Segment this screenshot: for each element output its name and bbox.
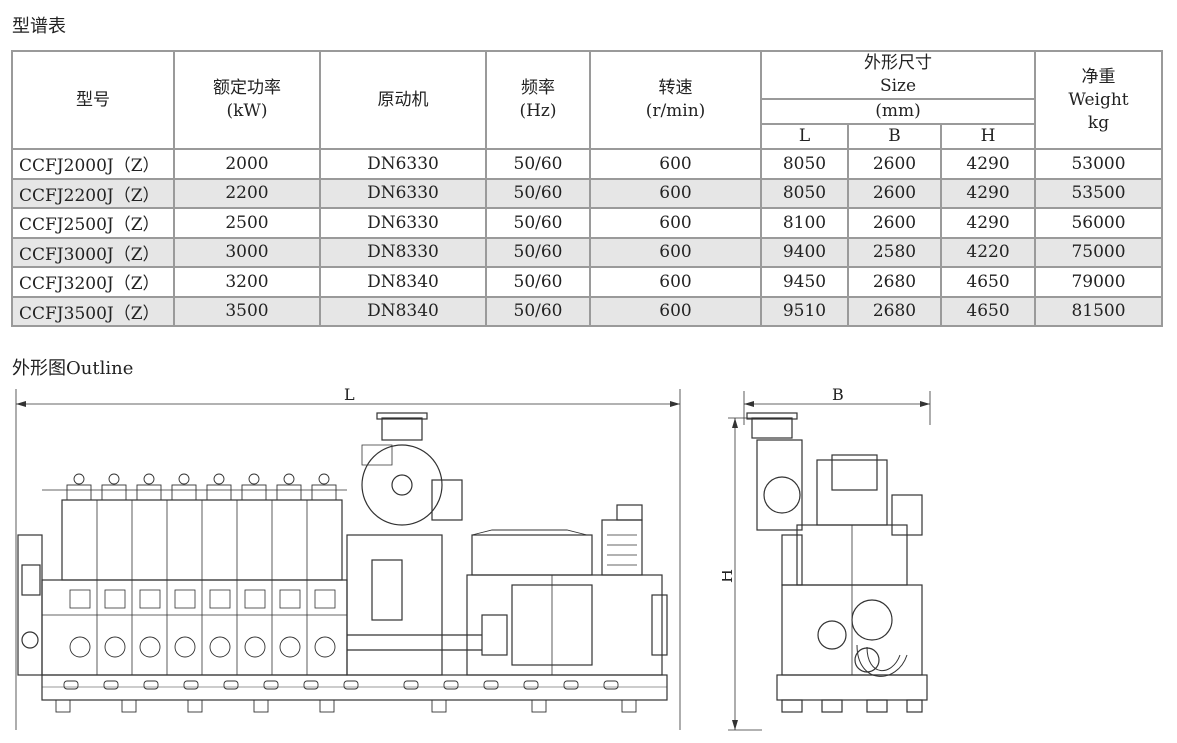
cell-weight: 56000 [1034, 207, 1164, 239]
cell-B: 2600 [847, 207, 942, 239]
cell-speed: 600 [589, 207, 762, 239]
header-model: 型号 [11, 50, 175, 150]
table-row: CCFJ3200J（Z） 3200 DN8340 50/60 600 9450 … [11, 266, 1164, 298]
cell-weight: 79000 [1034, 266, 1164, 298]
cell-B: 2580 [847, 236, 942, 268]
dimension-label-L: L [344, 385, 355, 404]
cell-power: 3500 [173, 295, 321, 327]
spec-table: 型号 额定功率 (kW) 原动机 频率 (Hz) 转速 (r/min) 外形尺寸… [11, 50, 1164, 327]
cell-B: 2600 [847, 177, 942, 209]
cell-power: 2500 [173, 207, 321, 239]
cell-model: CCFJ2000J（Z） [11, 148, 175, 180]
outline-title: 外形图Outline [12, 358, 134, 379]
header-B: B [847, 123, 942, 150]
cell-L: 8050 [760, 148, 849, 180]
cell-L: 9400 [760, 236, 849, 268]
spec-table-title: 型谱表 [12, 16, 66, 37]
cell-B: 2680 [847, 266, 942, 298]
cell-H: 4650 [939, 295, 1037, 327]
cell-engine: DN8330 [319, 236, 487, 268]
cell-power: 2200 [173, 177, 321, 209]
generator-side-view-drawing: L [15, 385, 681, 730]
cell-frequency: 50/60 [485, 207, 591, 239]
cell-frequency: 50/60 [485, 266, 591, 298]
table-row: CCFJ3000J（Z） 3000 DN8330 50/60 600 9400 … [11, 236, 1164, 268]
cell-B: 2600 [847, 148, 942, 180]
cell-speed: 600 [589, 266, 762, 298]
cell-frequency: 50/60 [485, 295, 591, 327]
header-weight: 净重 Weight kg [1034, 50, 1164, 150]
header-frequency: 频率 (Hz) [485, 50, 591, 150]
cell-model: CCFJ2200J（Z） [11, 177, 175, 209]
header-H: H [939, 123, 1037, 150]
cell-frequency: 50/60 [485, 236, 591, 268]
header-size: 外形尺寸 Size [759, 50, 1037, 100]
cell-model: CCFJ3200J（Z） [11, 266, 175, 298]
cell-engine: DN8340 [319, 266, 487, 298]
cell-H: 4650 [939, 266, 1037, 298]
cell-L: 9450 [760, 266, 849, 298]
table-row: CCFJ2500J（Z） 2500 DN6330 50/60 600 8100 … [11, 207, 1164, 239]
cell-H: 4220 [939, 236, 1037, 268]
cell-H: 4290 [939, 207, 1037, 239]
header-rated-power: 额定功率 (kW) [173, 50, 321, 150]
cell-engine: DN8340 [319, 295, 487, 327]
cell-weight: 81500 [1034, 295, 1164, 327]
cell-frequency: 50/60 [485, 177, 591, 209]
header-speed: 转速 (r/min) [589, 50, 762, 150]
cell-speed: 600 [589, 295, 762, 327]
cell-model: CCFJ2500J（Z） [11, 207, 175, 239]
cell-H: 4290 [939, 177, 1037, 209]
cell-model: CCFJ3000J（Z） [11, 236, 175, 268]
cell-engine: DN6330 [319, 177, 487, 209]
cell-L: 8050 [760, 177, 849, 209]
generator-front-view-drawing: B H [722, 385, 931, 731]
cell-model: CCFJ3500J（Z） [11, 295, 175, 327]
dimension-label-H: H [722, 569, 736, 583]
cell-engine: DN6330 [319, 148, 487, 180]
cell-speed: 600 [589, 236, 762, 268]
header-engine: 原动机 [319, 50, 487, 150]
cell-speed: 600 [589, 148, 762, 180]
cell-B: 2680 [847, 295, 942, 327]
cell-power: 3200 [173, 266, 321, 298]
cell-weight: 53500 [1034, 177, 1164, 209]
cell-power: 2000 [173, 148, 321, 180]
cell-H: 4290 [939, 148, 1037, 180]
cell-weight: 75000 [1034, 236, 1164, 268]
cell-L: 9510 [760, 295, 849, 327]
cell-L: 8100 [760, 207, 849, 239]
cell-speed: 600 [589, 177, 762, 209]
dimension-label-B: B [832, 385, 844, 404]
table-row: CCFJ2200J（Z） 2200 DN6330 50/60 600 8050 … [11, 177, 1164, 209]
header-size-unit: (mm) [759, 98, 1037, 125]
cell-engine: DN6330 [319, 207, 487, 239]
table-row: CCFJ3500J（Z） 3500 DN8340 50/60 600 9510 … [11, 295, 1164, 327]
table-row: CCFJ2000J（Z） 2000 DN6330 50/60 600 8050 … [11, 148, 1164, 180]
cell-weight: 53000 [1034, 148, 1164, 180]
header-L: L [760, 123, 849, 150]
cell-frequency: 50/60 [485, 148, 591, 180]
cell-power: 3000 [173, 236, 321, 268]
